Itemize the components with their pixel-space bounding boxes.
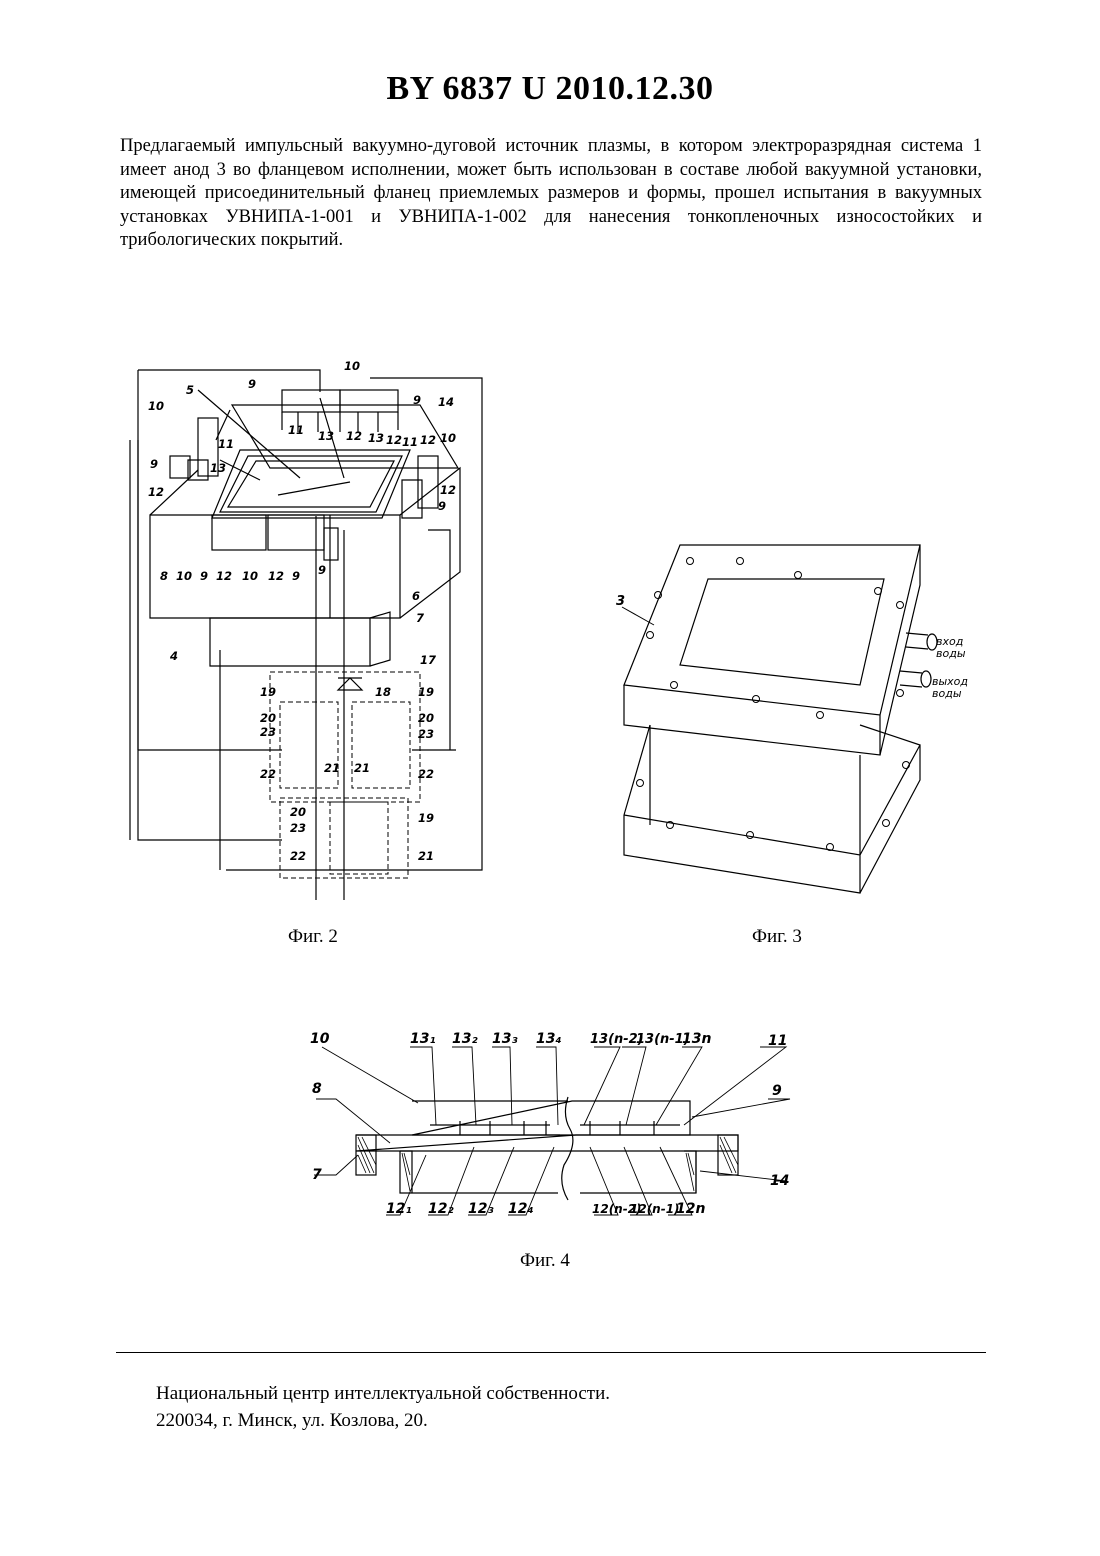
svg-text:5: 5 [186,383,194,397]
footer-address: 220034, г. Минск, ул. Козлова, 20. [156,1407,610,1434]
svg-text:21: 21 [418,849,434,863]
svg-text:11: 11 [218,437,234,451]
svg-text:13: 13 [210,461,226,475]
svg-text:3: 3 [616,594,625,609]
svg-text:4: 4 [169,649,178,663]
svg-text:19: 19 [418,811,434,825]
svg-text:10: 10 [176,569,192,583]
svg-text:12: 12 [386,433,402,447]
svg-text:21: 21 [354,761,370,775]
svg-text:21: 21 [324,761,340,775]
svg-text:23: 23 [418,727,434,741]
svg-text:19: 19 [418,685,434,699]
svg-text:10: 10 [148,399,164,413]
svg-text:12: 12 [216,569,232,583]
svg-text:9: 9 [292,569,300,583]
svg-text:9: 9 [772,1083,782,1099]
svg-text:19: 19 [260,685,276,699]
svg-text:22: 22 [418,767,434,781]
svg-text:13₄: 13₄ [536,1031,562,1047]
footer: Национальный центр интеллектуальной собс… [156,1380,610,1434]
svg-text:8: 8 [312,1081,322,1097]
svg-text:20: 20 [418,711,434,725]
svg-text:9: 9 [200,569,208,583]
svg-text:12₂: 12₂ [428,1201,454,1217]
svg-text:12₁: 12₁ [386,1201,412,1217]
water-outlet-label-2: воды [932,687,962,700]
svg-text:12n: 12n [676,1201,705,1217]
svg-text:12: 12 [346,429,362,443]
water-inlet-label-2: воды [936,647,966,660]
footer-divider [116,1352,986,1353]
svg-text:9: 9 [150,457,158,471]
svg-text:9: 9 [318,563,326,577]
svg-text:12₄: 12₄ [508,1201,534,1217]
svg-text:11: 11 [768,1033,787,1049]
svg-text:9: 9 [413,393,421,407]
svg-text:12: 12 [148,485,164,499]
svg-text:6: 6 [412,589,420,603]
svg-text:10: 10 [344,360,360,373]
svg-text:12₃: 12₃ [468,1201,494,1217]
svg-text:20: 20 [290,805,306,819]
svg-text:12: 12 [440,483,456,497]
svg-text:14: 14 [438,395,454,409]
figure-4-caption: Фиг. 4 [520,1250,570,1272]
description-paragraph: Предлагаемый импульсный вакуумно-дуговой… [120,135,982,253]
svg-text:17: 17 [420,653,436,667]
figure-2-drawing: 10 9 9 14 5 10 11 13 12 13 12 11 12 10 9… [120,360,500,900]
svg-text:10: 10 [310,1031,330,1047]
svg-text:12(n-1): 12(n-1) [630,1202,680,1216]
svg-text:13₃: 13₃ [492,1031,518,1047]
svg-text:11: 11 [288,423,304,437]
svg-text:12: 12 [420,433,436,447]
svg-text:13₂: 13₂ [452,1031,478,1047]
svg-text:13: 13 [368,431,384,445]
figure-3-caption: Фиг. 3 [752,926,802,948]
svg-text:18: 18 [375,685,391,699]
figure-2-caption: Фиг. 2 [288,926,338,948]
svg-text:8: 8 [160,569,168,583]
svg-text:22: 22 [260,767,276,781]
figure-4-drawing: 10 13₁ 13₂ 13₃ 13₄ 13(n-2) 13(n-1) 13n 1… [300,1025,800,1225]
svg-text:7: 7 [416,611,424,625]
patent-header: BY 6837 U 2010.12.30 [0,70,1100,108]
svg-text:22: 22 [290,849,306,863]
svg-text:13₁: 13₁ [410,1031,436,1047]
svg-text:20: 20 [260,711,276,725]
svg-text:10: 10 [440,431,456,445]
svg-text:10: 10 [242,569,258,583]
svg-text:13: 13 [318,429,334,443]
svg-text:9: 9 [438,499,446,513]
svg-text:14: 14 [770,1173,789,1189]
figure-3-drawing: 3 вход воды выход воды [610,535,990,895]
svg-text:7: 7 [312,1167,322,1183]
footer-organization: Национальный центр интеллектуальной собс… [156,1380,610,1407]
svg-text:11: 11 [402,435,418,449]
svg-text:23: 23 [290,821,306,835]
svg-text:9: 9 [248,377,256,391]
svg-text:13n: 13n [682,1031,711,1047]
svg-text:12: 12 [268,569,284,583]
svg-text:23: 23 [260,725,276,739]
